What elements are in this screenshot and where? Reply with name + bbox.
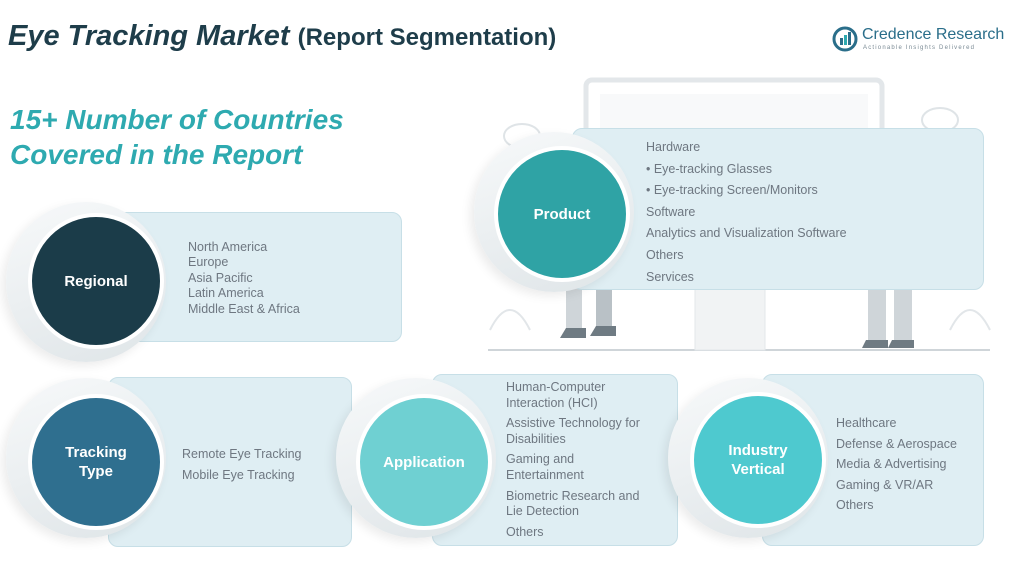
list-item: Europe xyxy=(188,255,229,270)
list-item: • Eye-tracking Glasses xyxy=(646,161,772,176)
list-item: Middle East & Africa xyxy=(188,301,300,316)
list-item: • Eye-tracking Screen/Monitors xyxy=(646,183,818,198)
tracking-type-circle: Tracking Type xyxy=(28,394,164,530)
headline-line-2: Covered in the Report xyxy=(10,139,303,170)
product-label: Product xyxy=(533,205,591,223)
list-item: North America xyxy=(188,240,268,254)
list-item: Hardware xyxy=(646,140,701,154)
tracking-type-list: Remote Eye Tracking Mobile Eye Tracking xyxy=(182,444,302,486)
logo-name: Credence Research xyxy=(862,26,1005,43)
list-item: Others xyxy=(836,498,874,513)
list-item: Others xyxy=(646,247,684,262)
regional-list: North America Europe Asia Pacific Latin … xyxy=(188,240,300,317)
list-item: Healthcare xyxy=(836,416,897,430)
headline-line-1: 15+ Number of Countries xyxy=(10,104,344,135)
list-item: Human-Computer Interaction (HCI) xyxy=(506,380,606,410)
credence-logo-icon xyxy=(832,26,858,52)
logo: Credence Research Actionable Insights De… xyxy=(832,26,1004,56)
product-list: Hardware • Eye-tracking Glasses • Eye-tr… xyxy=(646,137,847,288)
list-item: Analytics and Visualization Software xyxy=(646,226,847,241)
countries-headline: 15+ Number of Countries Covered in the R… xyxy=(10,102,344,172)
list-item: Media & Advertising xyxy=(836,457,947,472)
list-item: Defense & Aerospace xyxy=(836,436,957,451)
list-item: Gaming & VR/AR xyxy=(836,477,934,492)
application-circle: Application xyxy=(356,394,492,530)
product-card xyxy=(572,128,984,290)
title-sub: (Report Segmentation) xyxy=(297,24,557,51)
list-item: Gaming and Entertainment xyxy=(506,452,584,482)
industry-vertical-circle: Industry Vertical xyxy=(690,392,826,528)
list-item: Software xyxy=(646,204,696,219)
list-item: Services xyxy=(646,269,694,284)
tracking-type-card xyxy=(108,377,352,547)
list-item: Others xyxy=(506,524,544,539)
industry-vertical-list: Healthcare Defense & Aerospace Media & A… xyxy=(836,413,957,516)
industry-vertical-label: Industry Vertical xyxy=(728,442,788,478)
list-item: Assistive Technology for Disabilities xyxy=(506,416,640,446)
list-item: Latin America xyxy=(188,286,264,301)
list-item: Biometric Research and Lie Detection xyxy=(506,488,640,519)
logo-tagline: Actionable Insights Delivered xyxy=(863,45,976,51)
list-item: Mobile Eye Tracking xyxy=(182,468,295,482)
page-title: Eye Tracking Market (Report Segmentation… xyxy=(8,20,556,53)
title-main: Eye Tracking Market xyxy=(8,20,290,52)
regional-circle: Regional xyxy=(28,213,164,349)
regional-label: Regional xyxy=(64,272,128,290)
list-item: Remote Eye Tracking xyxy=(182,447,302,461)
application-label: Application xyxy=(383,453,465,471)
product-circle: Product xyxy=(494,146,630,282)
list-item: Asia Pacific xyxy=(188,270,253,285)
tracking-type-label: Tracking Type xyxy=(65,444,127,480)
application-list: Human-Computer Interaction (HCI) Assisti… xyxy=(506,380,640,540)
